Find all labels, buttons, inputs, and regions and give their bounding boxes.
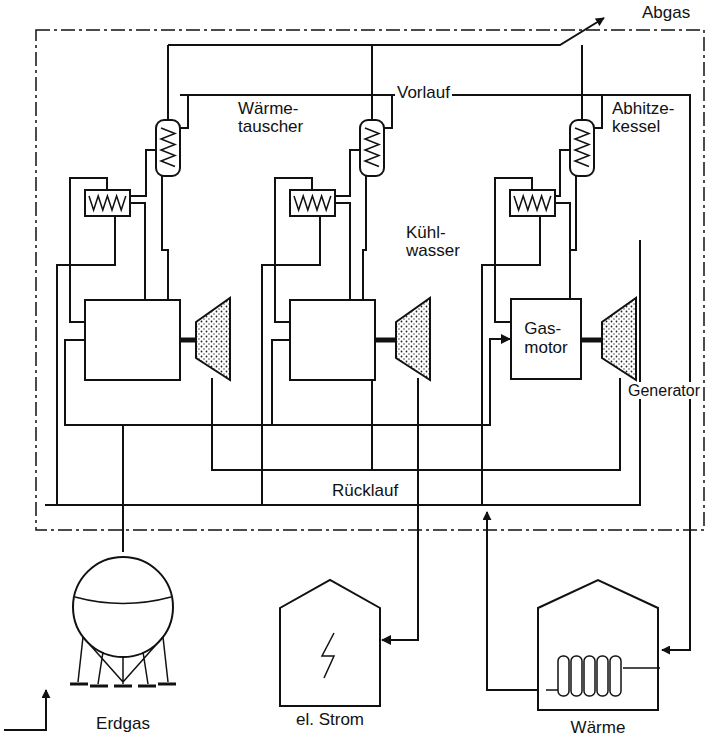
part-label: Kühl- wasser xyxy=(404,224,462,261)
boiler-coil xyxy=(575,128,589,167)
lightning-symbol xyxy=(322,633,334,678)
tank-seam xyxy=(75,597,171,604)
coolant-line xyxy=(275,178,312,322)
house-outline xyxy=(280,580,380,706)
exhaust-pipe xyxy=(570,176,576,300)
shaft xyxy=(582,338,602,343)
exhaust-line xyxy=(168,18,604,45)
water-line xyxy=(384,95,392,128)
part-label: Generator xyxy=(626,382,702,399)
engine-label: Gas- motor xyxy=(524,320,567,357)
power-consumer-shape xyxy=(278,578,382,730)
supply-line xyxy=(180,95,690,650)
exhaust-pipe xyxy=(162,176,168,300)
power-consumer: el. Strom xyxy=(278,578,382,730)
coolant-line xyxy=(70,178,107,322)
heat-exchanger xyxy=(510,190,555,216)
return-line xyxy=(487,512,538,690)
part-label: Wärme- tauscher xyxy=(236,100,305,137)
water-line xyxy=(335,150,360,196)
heat-exchanger xyxy=(85,190,130,216)
water-line xyxy=(180,95,188,128)
water-line xyxy=(555,150,570,196)
water-line xyxy=(130,150,156,196)
waste-heat-boiler xyxy=(360,120,384,176)
radiator-rib xyxy=(610,656,621,696)
exchanger-coil xyxy=(514,196,551,210)
radiator-rib xyxy=(558,656,569,696)
boiler-coil xyxy=(161,128,175,167)
pipe-label: Rücklauf xyxy=(330,482,400,500)
tank-legs xyxy=(78,637,168,684)
shaft xyxy=(180,338,196,343)
radiator-rib xyxy=(584,656,595,696)
gas-line xyxy=(272,340,290,425)
exhaust-pipe xyxy=(371,45,373,120)
node-label: Wärme xyxy=(569,719,628,738)
plant-boundary xyxy=(36,30,704,530)
waste-heat-boiler xyxy=(156,120,180,176)
engine-box xyxy=(85,300,180,380)
part-label: Abhitze- kessel xyxy=(610,100,676,137)
engine-box: Gas- motor xyxy=(510,298,582,380)
radiator-rib xyxy=(571,656,582,696)
exhaust-label: Abgas xyxy=(640,4,692,22)
exchanger-coil xyxy=(89,196,126,210)
pipe-label: Vorlauf xyxy=(395,84,452,102)
boiler-coil xyxy=(365,128,379,167)
engine-box xyxy=(290,300,375,380)
heat-exchanger xyxy=(290,190,335,216)
return-line xyxy=(45,240,640,505)
generator-symbol xyxy=(602,298,636,380)
coolant-line xyxy=(335,203,350,300)
coolant-line xyxy=(555,203,570,300)
flow-line xyxy=(372,380,418,640)
radiator-pipe xyxy=(546,668,660,690)
radiator-rib xyxy=(597,656,608,696)
heat-consumer-shape xyxy=(536,578,660,738)
exhaust-pipe xyxy=(581,45,583,120)
gas-line xyxy=(65,340,123,425)
exchanger-coil xyxy=(294,196,331,210)
gas-supply-line xyxy=(4,690,46,730)
shaft xyxy=(375,338,396,343)
generator-symbol xyxy=(196,298,230,380)
node-label: el. Strom xyxy=(294,711,366,730)
generator-symbol xyxy=(396,298,430,380)
flow-line xyxy=(123,339,510,552)
water-line xyxy=(594,95,602,128)
node-label: Erdgas xyxy=(94,715,152,734)
tank-feet xyxy=(70,684,176,686)
exhaust-pipe xyxy=(363,176,366,300)
waste-heat-boiler xyxy=(570,120,594,176)
water-line xyxy=(57,216,115,505)
gas-tank-shape xyxy=(58,552,188,734)
exhaust-pipe xyxy=(167,45,169,120)
coolant-line xyxy=(130,203,145,300)
heat-consumer: Wärme xyxy=(536,578,660,738)
gas-tank: Erdgas xyxy=(58,552,188,734)
water-line xyxy=(262,216,320,505)
